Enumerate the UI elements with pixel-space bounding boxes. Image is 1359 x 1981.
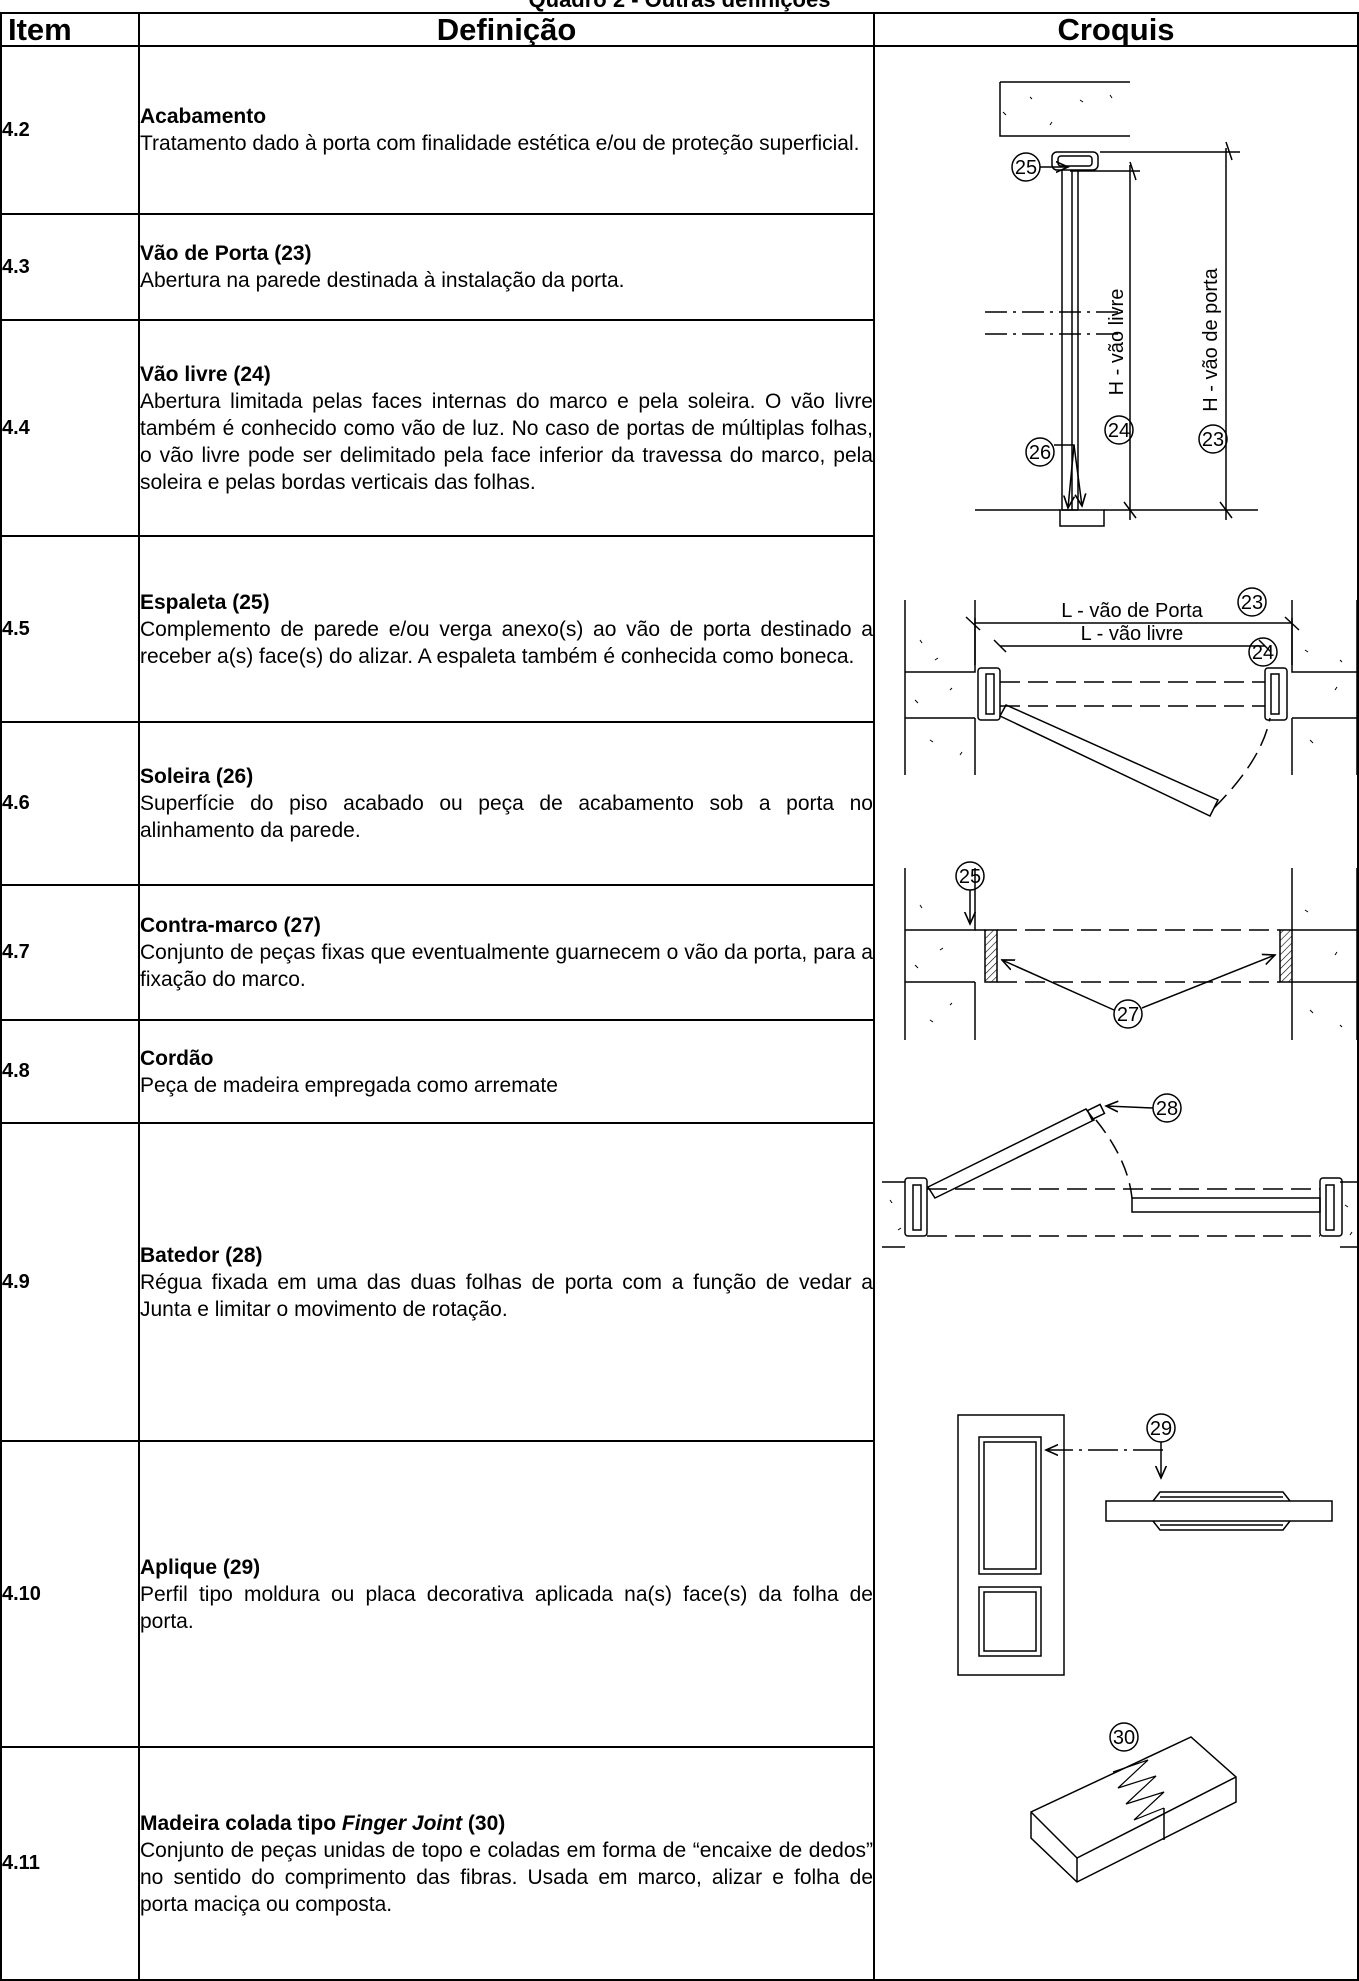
definition-cell: Aplique (29) Perfil tipo moldura ou plac… [138, 1440, 875, 1748]
definition-title: Soleira (26) [140, 765, 254, 788]
definition-title: Espaleta (25) [140, 590, 270, 614]
table-row: 4.5 Espaleta (25) Complemento de parede … [0, 535, 1358, 723]
definition-text: Abertura na parede destinada à instalaçã… [140, 269, 625, 292]
definition-text: Complemento de parede e/ou verga anexo(s… [140, 617, 873, 668]
definition-cell: Acabamento Tratamento dado à porta com f… [138, 45, 875, 215]
definition-text: Régua fixada em uma das duas folhas de p… [140, 1270, 873, 1321]
table-row: 4.4 Vão livre (24) Abertura limitada pel… [0, 319, 1358, 537]
definition-title: Acabamento [140, 105, 267, 128]
definition-cell: Cordão Peça de madeira empregada como ar… [138, 1019, 875, 1124]
definition-title: Aplique (29) [140, 1555, 261, 1579]
table-caption: Quadro 2 - Outras definições [0, 0, 1359, 13]
item-number: 4.2 [0, 45, 140, 215]
definition-cell: Madeira colada tipo Finger Joint (30) Co… [138, 1746, 875, 1981]
header-item: Item [0, 12, 140, 47]
table-row: 4.3 Vão de Porta (23) Abertura na parede… [0, 213, 1358, 321]
table-row: 4.6 Soleira (26) Superfície do piso acab… [0, 721, 1358, 886]
definition-title: Vão de Porta (23) [140, 242, 312, 265]
table-row: 4.9 Batedor (28) Régua fixada em uma das… [0, 1122, 1358, 1442]
header-definition: Definição [138, 12, 875, 47]
definition-title: Batedor (28) [140, 1243, 263, 1267]
definition-cell: Contra-marco (27) Conjunto de peças fixa… [138, 884, 875, 1021]
definition-text: Superfície do piso acabado ou peça de ac… [140, 792, 873, 842]
definition-text: Tratamento dado à porta com finalidade e… [140, 132, 860, 155]
sketch-column [873, 45, 1359, 1981]
header-sketch: Croquis [873, 12, 1359, 47]
item-number: 4.6 [0, 721, 140, 886]
item-number: 4.7 [0, 884, 140, 1021]
title-italic: Finger Joint [341, 1811, 463, 1835]
table-row: 4.2 Acabamento Tratamento dado à porta c… [0, 45, 1359, 1981]
table-row: 4.10 Aplique (29) Perfil tipo moldura ou… [0, 1440, 1358, 1748]
definition-text: Conjunto de peças fixas que eventualment… [140, 941, 873, 991]
header-row: Item Definição Croquis [0, 12, 1359, 47]
definition-title: Cordão [140, 1046, 214, 1070]
item-number: 4.10 [0, 1440, 140, 1748]
definitions-table: Item Definição Croquis 4.2 Acabamento Tr… [0, 12, 1359, 1981]
title-suffix: (30) [462, 1811, 506, 1835]
definition-cell: Espaleta (25) Complemento de parede e/ou… [138, 535, 875, 723]
title-prefix: Madeira colada tipo [140, 1811, 342, 1835]
definition-text: Peça de madeira empregada como arremate [140, 1073, 558, 1097]
definition-text: Perfil tipo moldura ou placa decorativa … [140, 1582, 873, 1633]
definition-cell: Vão livre (24) Abertura limitada pelas f… [138, 319, 875, 537]
item-number: 4.11 [0, 1746, 140, 1981]
table-row: 4.7 Contra-marco (27) Conjunto de peças … [0, 884, 1358, 1021]
item-number: 4.9 [0, 1122, 140, 1442]
definition-title: Madeira colada tipo Finger Joint (30) [140, 1810, 873, 1837]
definition-text: Conjunto de peças unidas de topo e colad… [140, 1838, 873, 1916]
table-row: 4.8 Cordão Peça de madeira empregada com… [0, 1019, 1358, 1124]
definition-cell: Batedor (28) Régua fixada em uma das dua… [138, 1122, 875, 1442]
definition-title: Contra-marco (27) [140, 914, 321, 937]
definition-cell: Soleira (26) Superfície do piso acabado … [138, 721, 875, 886]
item-number: 4.3 [0, 213, 140, 321]
item-number: 4.4 [0, 319, 140, 537]
item-number: 4.5 [0, 535, 140, 723]
definition-title: Vão livre (24) [140, 362, 271, 386]
definition-cell: Vão de Porta (23) Abertura na parede des… [138, 213, 875, 321]
definition-text: Abertura limitada pelas faces internas d… [140, 389, 873, 494]
item-number: 4.8 [0, 1019, 140, 1124]
